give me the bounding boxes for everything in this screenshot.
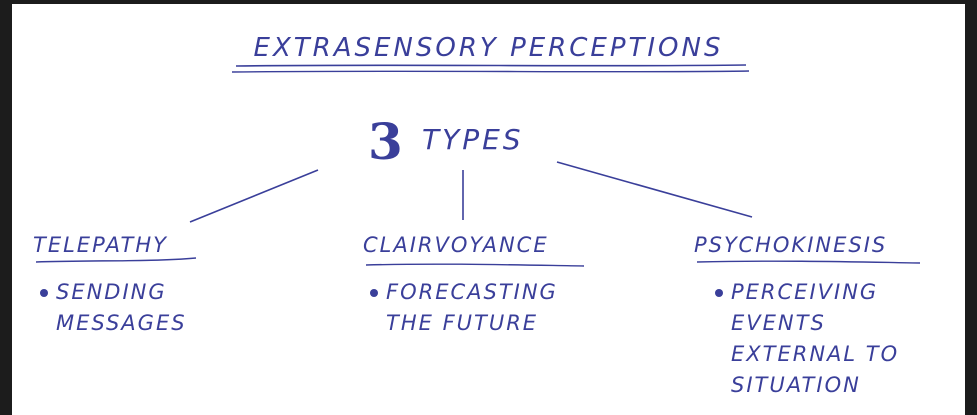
heading-underline-clairvoyance — [365, 263, 585, 267]
heading-underline-psychokinesis — [696, 260, 921, 264]
bullet-clairvoyance: Forecasting the Future — [370, 277, 558, 339]
bullet-telepathy: Sending Messages — [40, 277, 187, 339]
bullet-line: External to — [731, 342, 900, 366]
heading-telepathy: Telepathy — [33, 233, 168, 257]
connector-left — [189, 169, 319, 223]
bullet-psychokinesis: Perceiving Events External to Situation — [715, 277, 899, 401]
bullet-line: Forecasting — [386, 280, 558, 304]
heading-psychokinesis: Psychokinesis — [694, 233, 888, 257]
bullet-line: the Future — [386, 311, 539, 335]
bullet-line: Situation — [731, 373, 861, 397]
bullet-dot-icon — [715, 289, 723, 297]
title-underline — [235, 64, 747, 67]
heading-clairvoyance: Clairvoyance — [363, 233, 549, 257]
bullet-line: Sending — [56, 280, 167, 304]
bullet-dot-icon — [40, 289, 48, 297]
title-underline-2 — [231, 70, 750, 73]
bullet-line: Messages — [56, 311, 187, 335]
bullet-line: Events — [731, 311, 826, 335]
connector-right — [556, 161, 753, 218]
center-label: Types — [422, 123, 524, 156]
heading-underline-telepathy — [35, 257, 197, 263]
center-number: 3 — [368, 112, 403, 171]
bullet-dot-icon — [370, 289, 378, 297]
diagram-title: Extrasensory Perceptions — [253, 33, 724, 63]
bullet-line: Perceiving — [731, 280, 879, 304]
